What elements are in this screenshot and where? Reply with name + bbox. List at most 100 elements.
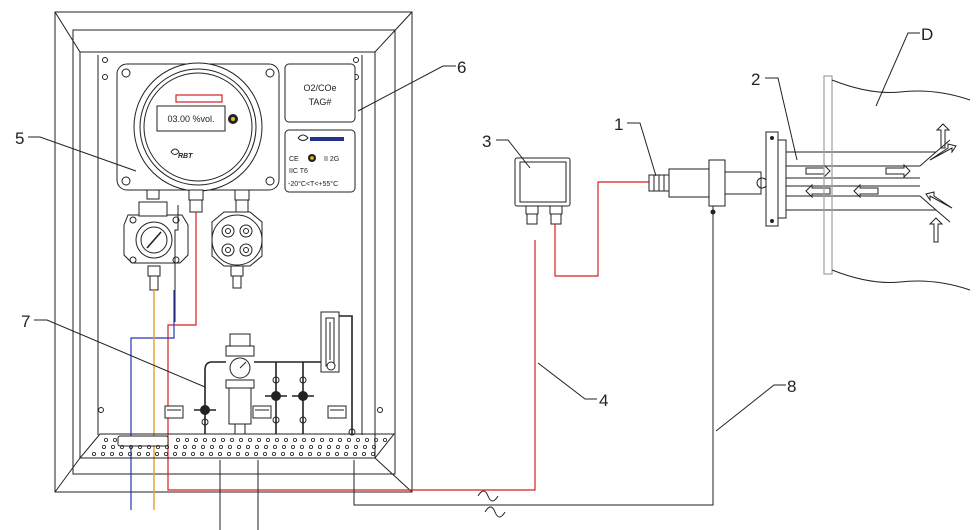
floor-hole	[128, 444, 133, 449]
floor-hole	[299, 444, 304, 449]
floor-hole	[137, 444, 142, 449]
floor-hole	[218, 444, 223, 449]
label-3: 3	[482, 132, 491, 151]
floor-hole	[370, 451, 375, 456]
floor-hole	[211, 437, 216, 442]
floor-hole	[113, 437, 118, 442]
floor-hole	[253, 451, 258, 456]
analyzer-logo-icon	[170, 148, 180, 155]
floor-hole	[182, 444, 187, 449]
floor-hole	[173, 444, 178, 449]
floor-hole	[362, 444, 367, 449]
floor-hole	[361, 451, 366, 456]
floor-hole	[316, 451, 321, 456]
floor-hole	[92, 451, 97, 456]
needle-valve	[265, 376, 287, 424]
certification-plate: CE II 2G IIC T6 -20°C<T<+55°C	[284, 129, 356, 193]
cert-ce: CE	[289, 156, 299, 163]
label-1: 1	[614, 115, 623, 134]
tag-plate-line1: O2/COe	[303, 83, 336, 93]
perforated-floor	[78, 433, 396, 459]
ex-valve-box	[123, 201, 189, 291]
status-led-bar	[175, 94, 223, 103]
cert-logo-icon	[297, 134, 309, 141]
reference-air-tube	[353, 214, 714, 506]
floor-hole	[373, 437, 378, 442]
floor-hole	[344, 444, 349, 449]
floor-hole	[355, 437, 360, 442]
floor-hole	[202, 437, 207, 442]
floor-hole	[326, 444, 331, 449]
cabinet-door-frame	[72, 29, 396, 475]
flow-arrow-icon	[805, 183, 831, 199]
floor-hole	[308, 444, 313, 449]
floor-hole	[227, 444, 232, 449]
floor-hole	[154, 451, 159, 456]
pneumatic-panel	[164, 311, 356, 436]
floor-hole	[244, 451, 249, 456]
floor-hole	[101, 451, 106, 456]
floor-hole	[236, 444, 241, 449]
floor-hole	[364, 437, 369, 442]
cert-ex: II 2G	[324, 156, 339, 163]
flow-arrow-icon	[853, 183, 879, 199]
junction-box	[514, 157, 649, 277]
floor-hole	[245, 444, 250, 449]
floor-hole	[328, 437, 333, 442]
floor-hole	[371, 444, 376, 449]
floor-hole	[172, 451, 177, 456]
floor-hole	[335, 444, 340, 449]
floor-hole	[307, 451, 312, 456]
floor-hole	[155, 444, 160, 449]
mounting-flange	[765, 131, 937, 227]
floor-hole	[298, 451, 303, 456]
analyzer-display-value: 03.00 %vol.	[167, 114, 214, 124]
power-cable-blue	[130, 290, 175, 510]
floor-hole	[181, 451, 186, 456]
floor-hole	[146, 444, 151, 449]
floor-hole	[325, 451, 330, 456]
label-4: 4	[599, 391, 608, 410]
up-arrow-icon	[928, 217, 944, 243]
floor-hole	[235, 451, 240, 456]
floor-hole	[164, 444, 169, 449]
floor-hole	[343, 451, 348, 456]
floor-hole	[271, 451, 276, 456]
floor-hole	[346, 437, 351, 442]
floor-hole	[263, 444, 268, 449]
floor-hole	[226, 451, 231, 456]
floor-hole	[289, 451, 294, 456]
analyzer-housing: 03.00 %vol. RBT	[116, 62, 280, 213]
floor-hole	[334, 451, 339, 456]
floor-hole	[136, 451, 141, 456]
needle-valve	[292, 376, 314, 424]
floor-hole	[272, 444, 277, 449]
floor-hole	[104, 437, 109, 442]
floor-hole	[127, 451, 132, 456]
floor-hole	[290, 444, 295, 449]
floor-hole	[353, 444, 358, 449]
floor-hole	[262, 451, 267, 456]
floor-hole	[247, 437, 252, 442]
floor-hole	[265, 437, 270, 442]
floor-hole	[209, 444, 214, 449]
analyzer-display	[156, 105, 226, 132]
floor-hole	[120, 444, 125, 449]
label-2: 2	[751, 70, 760, 89]
floor-hole	[238, 437, 243, 442]
needle-valve	[194, 405, 216, 426]
label-7: 7	[21, 312, 30, 331]
cert-temp: -20°C<T<+55°C	[288, 180, 338, 188]
floor-hole	[199, 451, 204, 456]
up-arrow-icon	[935, 123, 951, 149]
ex-terminal-box	[211, 211, 263, 289]
floor-hole	[193, 437, 198, 442]
floor-hole	[317, 444, 322, 449]
floor-hole	[280, 451, 285, 456]
floor-hole	[382, 437, 387, 442]
floor-hole	[119, 451, 124, 456]
floor-hole	[256, 437, 261, 442]
floor-hole	[110, 451, 115, 456]
flow-arrow-icon	[805, 163, 831, 179]
